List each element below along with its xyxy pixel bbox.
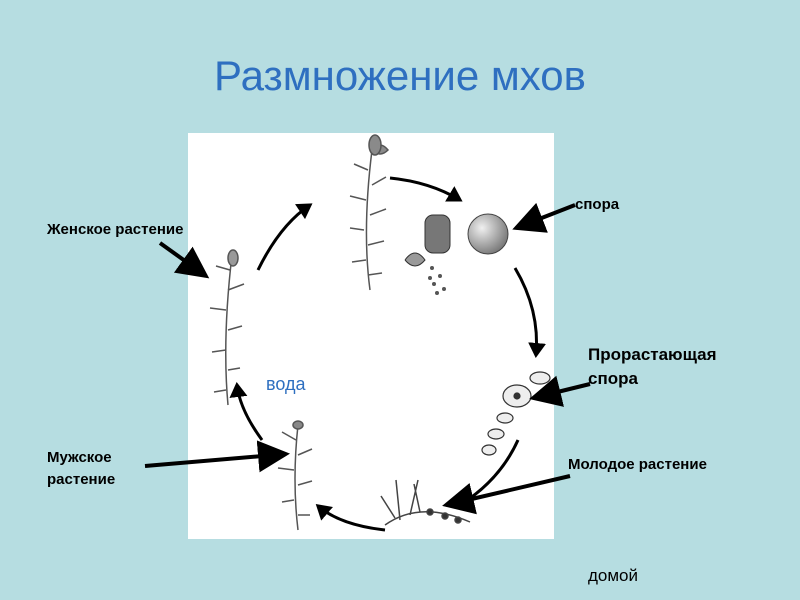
cycle-arrow-left — [229, 382, 264, 441]
spore-label: спора — [575, 196, 620, 213]
germinating-spore-label-line2: спора — [588, 369, 638, 388]
pointer-germinating — [529, 375, 591, 407]
water-label: вода — [266, 374, 306, 394]
male-plant-label: Мужское растение — [47, 447, 115, 491]
female-plant-label: Женское растение — [47, 221, 184, 238]
male-plant-label-line1: Мужское — [47, 449, 112, 466]
cycle-arrow-upper-left — [256, 203, 313, 271]
pointer-male — [144, 440, 290, 473]
cycle-arrow-right — [513, 267, 547, 358]
young-plant-label: Молодое растение — [568, 456, 707, 473]
home-link[interactable]: домой — [588, 566, 639, 585]
cycle-arrow-bottom — [315, 504, 386, 532]
female-plant-left-icon — [209, 249, 245, 406]
spore-icon — [467, 213, 509, 255]
pointer-female — [158, 241, 210, 279]
cycle-arrow-top — [389, 176, 463, 202]
germinating-spore-label: Прорастающая спора — [588, 343, 717, 391]
male-plant-icon — [277, 420, 313, 531]
pointer-young — [442, 474, 571, 515]
pointer-arrows — [144, 202, 591, 515]
capsule-icon — [404, 214, 451, 295]
slide-title: Размножение мхов — [214, 52, 586, 99]
male-plant-label-line2: растение — [47, 471, 116, 488]
female-plant-top-icon — [349, 134, 390, 291]
pointer-spore — [512, 202, 576, 233]
germinating-spore-label-line1: Прорастающая — [588, 345, 717, 364]
moss-life-cycle-image — [188, 133, 554, 539]
